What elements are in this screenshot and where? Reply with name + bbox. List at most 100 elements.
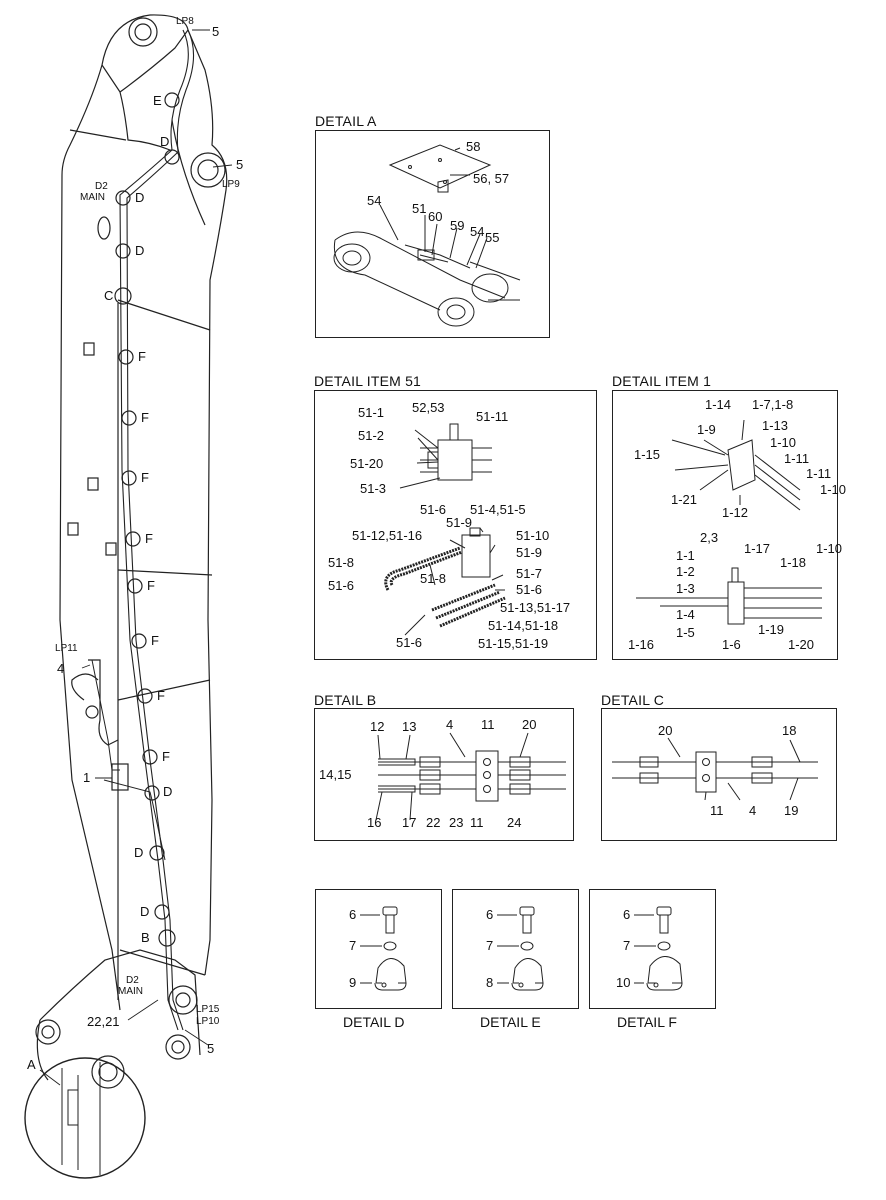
detail-d-9: 9 xyxy=(349,975,357,990)
clamp-D-4: D xyxy=(163,784,173,799)
detail-1-18: 1-18 xyxy=(780,555,807,570)
label-d2-top: D2 xyxy=(95,181,108,192)
detail-b-12: 12 xyxy=(370,719,385,734)
detail-c-19: 19 xyxy=(784,803,799,818)
detail-c-title: DETAIL C xyxy=(601,692,665,708)
label-d2-bottom: D2 xyxy=(126,975,139,986)
detail-1-10-c: 1-10 xyxy=(816,541,843,556)
detail-1-14: 1-14 xyxy=(705,397,732,412)
clamp-F-5: F xyxy=(147,578,155,593)
detail-a-box xyxy=(315,130,550,338)
clamp-F-4: F xyxy=(145,531,153,546)
label-item-4: 4 xyxy=(57,661,65,676)
detail-b-24: 24 xyxy=(507,815,522,830)
clamp-D-2: D xyxy=(135,190,145,205)
detail-51-11: 51-11 xyxy=(476,409,509,424)
detail-51-title: DETAIL ITEM 51 xyxy=(314,373,422,389)
detail-b-4: 4 xyxy=(446,717,454,732)
detail-f-caption: DETAIL F xyxy=(617,1014,677,1030)
detail-51-3: 51-3 xyxy=(360,481,387,496)
detail-a-54-left: 54 xyxy=(367,193,382,208)
clamp-D-1: D xyxy=(160,134,170,149)
detail-e-8: 8 xyxy=(486,975,494,990)
detail-1-1: 1-1 xyxy=(676,548,695,563)
detail-1-19: 1-19 xyxy=(758,622,785,637)
detail-1-3: 1-3 xyxy=(676,581,695,596)
detail-d-6: 6 xyxy=(349,907,357,922)
clamp-D-6: D xyxy=(140,904,150,919)
detail-d-box xyxy=(315,889,442,1009)
detail-51-12-16: 51-12,51-16 xyxy=(352,528,423,543)
label-item-1: 1 xyxy=(83,770,91,785)
detail-51-2: 51-2 xyxy=(358,428,385,443)
detail-1-2-3: 2,3 xyxy=(700,530,719,545)
detail-1-12: 1-12 xyxy=(722,505,749,520)
detail-c-20: 20 xyxy=(658,723,673,738)
detail-51-20: 51-20 xyxy=(350,456,384,471)
detail-b-16: 16 xyxy=(367,815,382,830)
detail-51-13-17: 51-13,51-17 xyxy=(500,600,571,615)
detail-a-51: 51 xyxy=(412,201,427,216)
detail-1-9: 1-9 xyxy=(697,422,716,437)
label-lp15: LP15 xyxy=(196,1004,220,1015)
detail-a-55: 55 xyxy=(485,230,500,245)
detail-1-11-b: 1-11 xyxy=(806,466,832,481)
detail-a-56-57: 56, 57 xyxy=(473,171,510,186)
detail-51-1: 51-1 xyxy=(358,405,385,420)
detail-d-caption: DETAIL D xyxy=(343,1014,405,1030)
label-lp11: LP11 xyxy=(55,643,78,654)
label-item-22-21: 22,21 xyxy=(87,1014,120,1029)
clamp-F-7: F xyxy=(157,688,165,703)
detail-51-4-5: 51-4,51-5 xyxy=(470,502,526,517)
detail-51-7: 51-7 xyxy=(516,566,543,581)
detail-51-8-b: 51-8 xyxy=(420,571,447,586)
label-lp9: LP9 xyxy=(222,179,240,190)
detail-f-box xyxy=(589,889,716,1009)
detail-51-15-19: 51-15,51-19 xyxy=(478,636,549,651)
detail-a-58: 58 xyxy=(466,139,481,154)
detail-a-title: DETAIL A xyxy=(315,113,377,129)
detail-a-60: 60 xyxy=(428,209,443,224)
detail-1-20: 1-20 xyxy=(788,637,815,652)
detail-e-7: 7 xyxy=(486,938,494,953)
clamp-F-8: F xyxy=(162,749,170,764)
label-item-5-top: 5 xyxy=(212,24,220,39)
detail-e-6: 6 xyxy=(486,907,494,922)
label-lp10: LP10 xyxy=(196,1016,220,1027)
detail-c-18: 18 xyxy=(782,723,797,738)
clamp-F-2: F xyxy=(141,410,149,425)
detail-b-23: 23 xyxy=(449,815,464,830)
detail-1-4: 1-4 xyxy=(676,607,695,622)
detail-51-6-c: 51-6 xyxy=(516,582,543,597)
label-main-top: MAIN xyxy=(80,192,105,203)
detail-c-box xyxy=(601,708,837,841)
detail-b-11: 11 xyxy=(481,717,495,732)
detail-b-11-bottom: 11 xyxy=(470,815,484,830)
label-lp8: LP8 xyxy=(176,16,194,27)
detail-1-21: 1-21 xyxy=(671,492,698,507)
detail-1-title: DETAIL ITEM 1 xyxy=(612,373,712,389)
detail-b-14-15: 14,15 xyxy=(319,767,352,782)
clamp-E: E xyxy=(153,93,162,108)
detail-51-10: 51-10 xyxy=(516,528,550,543)
detail-51-52-53: 52,53 xyxy=(412,400,445,415)
detail-1-16: 1-16 xyxy=(628,637,655,652)
detail-b-20: 20 xyxy=(522,717,537,732)
detail-1-5: 1-5 xyxy=(676,625,695,640)
detail-b-22: 22 xyxy=(426,815,441,830)
detail-1-2: 1-2 xyxy=(676,564,695,579)
clamp-F-6: F xyxy=(151,633,159,648)
detail-51-6-a: 51-6 xyxy=(420,502,447,517)
detail-51-6-d: 51-6 xyxy=(396,635,423,650)
detail-1-10-a: 1-10 xyxy=(770,435,797,450)
clamp-F-3: F xyxy=(141,470,149,485)
detail-1-11-a: 1-11 xyxy=(784,451,810,466)
clamp-B: B xyxy=(141,930,150,945)
detail-1-15: 1-15 xyxy=(634,447,661,462)
